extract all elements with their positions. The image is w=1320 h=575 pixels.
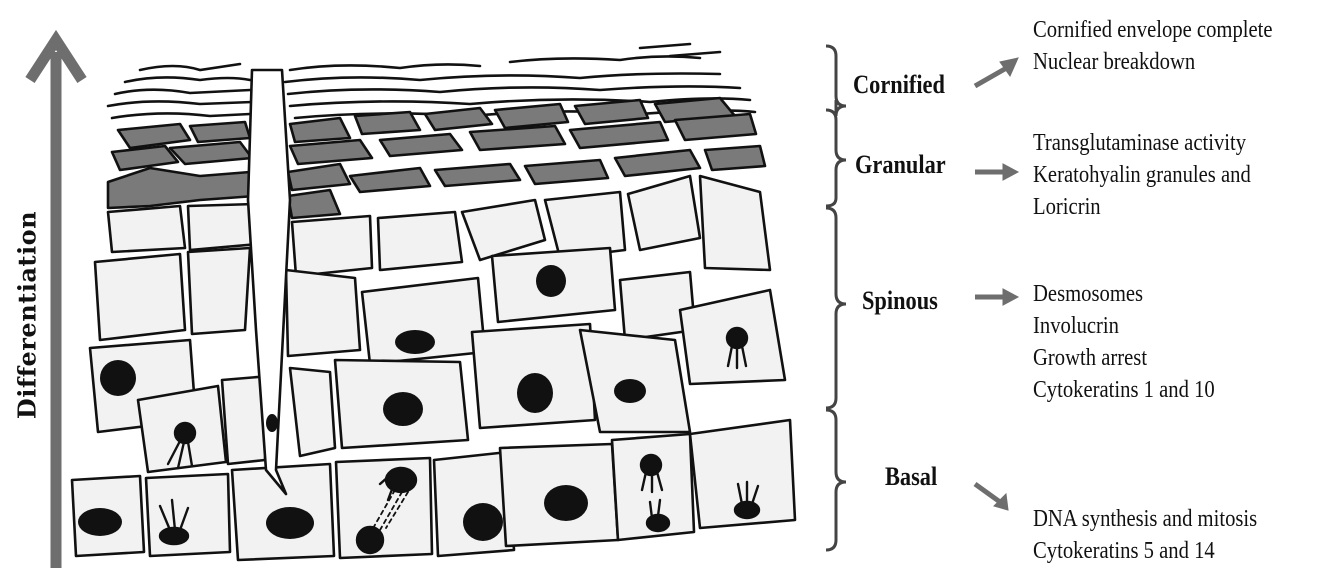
brace-spinous xyxy=(826,208,846,408)
nucleus xyxy=(463,503,503,541)
arrow-spinous xyxy=(975,289,1018,305)
features-basal: DNA synthesis and mitosis Cytokeratins 5… xyxy=(1033,503,1257,567)
layer-name-basal: Basal xyxy=(885,462,937,492)
epidermal-cells xyxy=(72,176,795,560)
nucleus xyxy=(383,392,423,426)
nucleus xyxy=(614,379,646,403)
feature-text: Cytokeratins 5 and 14 xyxy=(1033,535,1257,567)
arrow-basal xyxy=(975,484,1008,510)
feature-text: Cytokeratins 1 and 10 xyxy=(1033,374,1215,406)
axis-label: Differentiation xyxy=(2,180,52,450)
feature-text: Nuclear breakdown xyxy=(1033,46,1273,78)
feature-text: Transglutaminase activity xyxy=(1033,127,1251,159)
feature-text: Keratohyalin granules and xyxy=(1033,159,1251,191)
brace-granular xyxy=(826,110,846,206)
nucleus xyxy=(536,265,566,297)
features-cornified: Cornified envelope complete Nuclear brea… xyxy=(1033,14,1273,78)
features-granular: Transglutaminase activity Keratohyalin g… xyxy=(1033,127,1251,223)
brace-basal xyxy=(826,410,846,550)
nucleus xyxy=(544,485,588,521)
nucleus xyxy=(100,360,136,396)
feature-text: Growth arrest xyxy=(1033,342,1215,374)
feature-text: Cornified envelope complete xyxy=(1033,14,1273,46)
feature-text: Involucrin xyxy=(1033,310,1215,342)
arrow-cornified xyxy=(975,58,1018,86)
features-spinous: Desmosomes Involucrin Growth arrest Cyto… xyxy=(1033,278,1215,406)
layer-braces xyxy=(826,46,846,550)
brace-cornified xyxy=(826,46,846,116)
arrow-granular xyxy=(975,164,1018,180)
feature-text: Loricrin xyxy=(1033,191,1251,223)
nucleus xyxy=(395,330,435,354)
layer-name-spinous: Spinous xyxy=(862,286,938,316)
feature-text: Desmosomes xyxy=(1033,278,1215,310)
layer-name-granular: Granular xyxy=(855,150,946,180)
feature-text: DNA synthesis and mitosis xyxy=(1033,503,1257,535)
nucleus xyxy=(517,373,553,413)
nucleus xyxy=(266,414,278,432)
nucleus xyxy=(266,507,314,539)
differentiation-label: Differentiation xyxy=(13,211,42,419)
nucleus xyxy=(78,508,122,536)
feature-arrows xyxy=(975,58,1018,510)
layer-name-cornified: Cornified xyxy=(853,70,945,100)
